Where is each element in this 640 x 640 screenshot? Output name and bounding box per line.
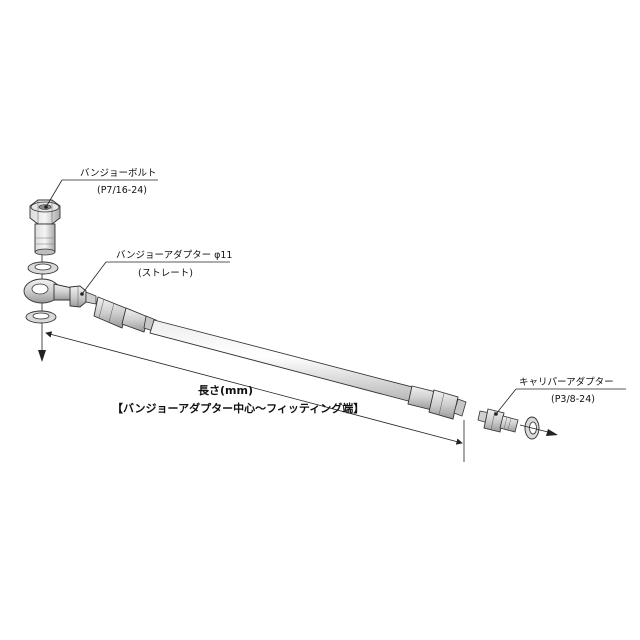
banjo-bolt-spec: (P7/16-24) <box>97 185 147 196</box>
caliper-adapter-spec: (P3/8-24) <box>551 394 595 405</box>
length-label: 長さ(mm) <box>198 384 253 397</box>
caliper-adapter <box>477 408 519 433</box>
banjo-adapter-label: バンジョーアダプター φ11 <box>116 249 232 261</box>
banjo-bolt <box>29 199 61 256</box>
caliper-axis-arrow <box>546 429 558 436</box>
lower-washer <box>25 310 57 324</box>
banjo-bolt-label: バンジョーボルト <box>80 168 156 179</box>
length-dimension-line <box>45 331 463 445</box>
banjo-axis-arrow <box>38 350 46 362</box>
left-hose-fitting <box>93 296 157 333</box>
length-description: 【バンジョーアダプター中心～フィッティング端】 <box>112 401 364 415</box>
caliper-axis-line <box>519 424 553 434</box>
right-hose-fitting <box>407 385 467 420</box>
caliper-adapter-label: キャリパーアダプター <box>519 376 614 388</box>
upper-washer <box>27 261 59 275</box>
caliper-adapter-callout: キャリパーアダプター (P3/8-24) <box>494 376 626 416</box>
banjo-adapter-spec: (ストレート) <box>138 268 193 279</box>
banjo-adapter <box>23 278 97 308</box>
banjo-bolt-callout: バンジョーボルト (P7/16-24) <box>44 168 158 209</box>
banjo-adapter-callout: バンジョーアダプター φ11 (ストレート) <box>80 249 232 296</box>
brake-hose <box>149 319 417 403</box>
